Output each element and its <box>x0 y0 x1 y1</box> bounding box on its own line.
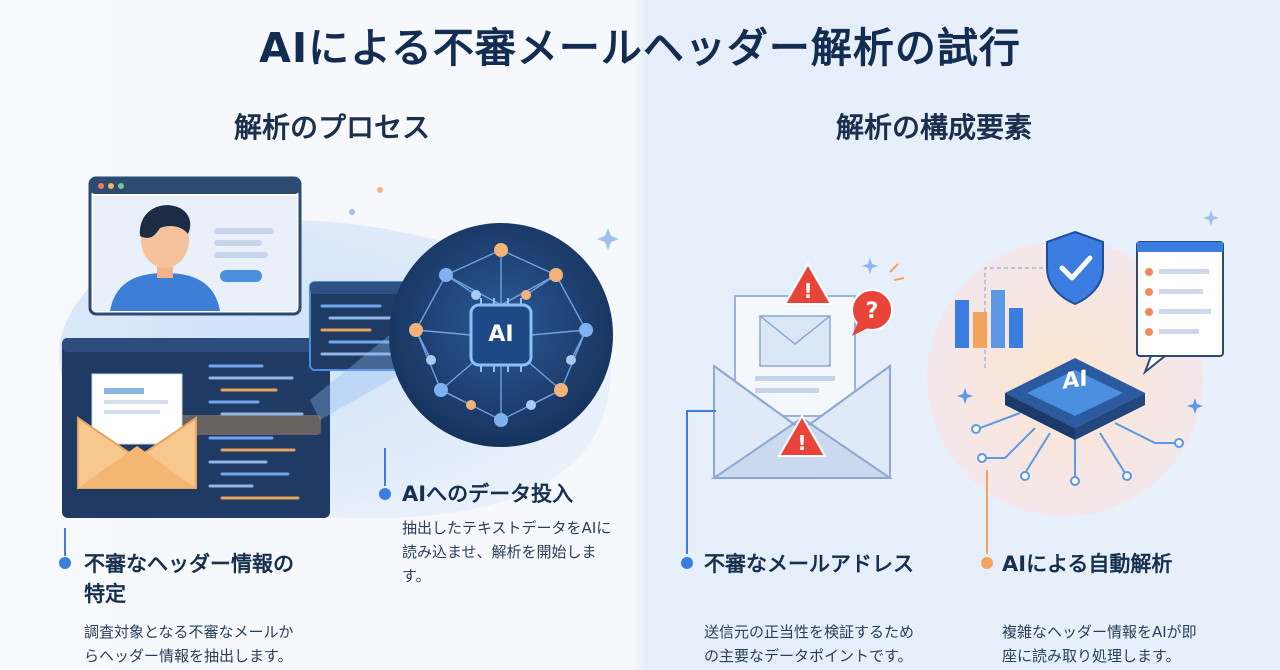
ai-analysis-illustration <box>927 210 1224 516</box>
step2-connector <box>384 448 386 486</box>
component2-description: 複雑なヘッダー情報をAIが即 座に読み取り処理します。 <box>1002 623 1197 665</box>
step2-title: AIへのデータ投入 <box>402 482 574 506</box>
step1-title: 不審なヘッダー情報の 特定 <box>84 552 294 606</box>
component2-title: AIによる自動解析 <box>1002 552 1173 576</box>
sparkle-icons <box>349 187 619 250</box>
step1-description: 調査対象となる不審なメールか らヘッダー情報を抽出します。 <box>84 623 294 665</box>
svg-text:?: ? <box>866 299 879 324</box>
component1-title: 不審なメールアドレス <box>704 552 914 576</box>
ai-neural-network <box>389 223 613 447</box>
page-title: AIによる不審メールヘッダー解析の試行 <box>259 24 1021 72</box>
component1-connector-h <box>686 410 716 412</box>
step2-description: 抽出したテキストデータをAIに 読み込ませ、解析を開始しま す。 <box>402 519 612 585</box>
component2-bullet-icon <box>981 557 993 569</box>
component1-bullet-icon <box>681 557 693 569</box>
component2-connector <box>986 470 988 554</box>
step2-bullet-icon <box>379 488 391 500</box>
process-section-title: 解析のプロセス <box>234 111 431 144</box>
component1-connector <box>686 410 688 554</box>
ai-chip-label: AI <box>488 322 514 347</box>
svg-text:!: ! <box>803 279 812 303</box>
step1-bullet-icon <box>59 557 71 569</box>
components-section-title: 解析の構成要素 <box>836 111 1033 144</box>
code-panel-illustration <box>62 338 330 518</box>
user-monitor-illustration <box>88 176 302 316</box>
svg-text:!: ! <box>797 431 806 455</box>
sparkle-icons-right <box>862 258 905 281</box>
step1-connector <box>64 528 66 556</box>
component1-description: 送信元の正当性を検証するため の主要なデータポイントです。 <box>704 623 915 665</box>
suspicious-email-illustration: ! ! ? <box>710 261 894 479</box>
